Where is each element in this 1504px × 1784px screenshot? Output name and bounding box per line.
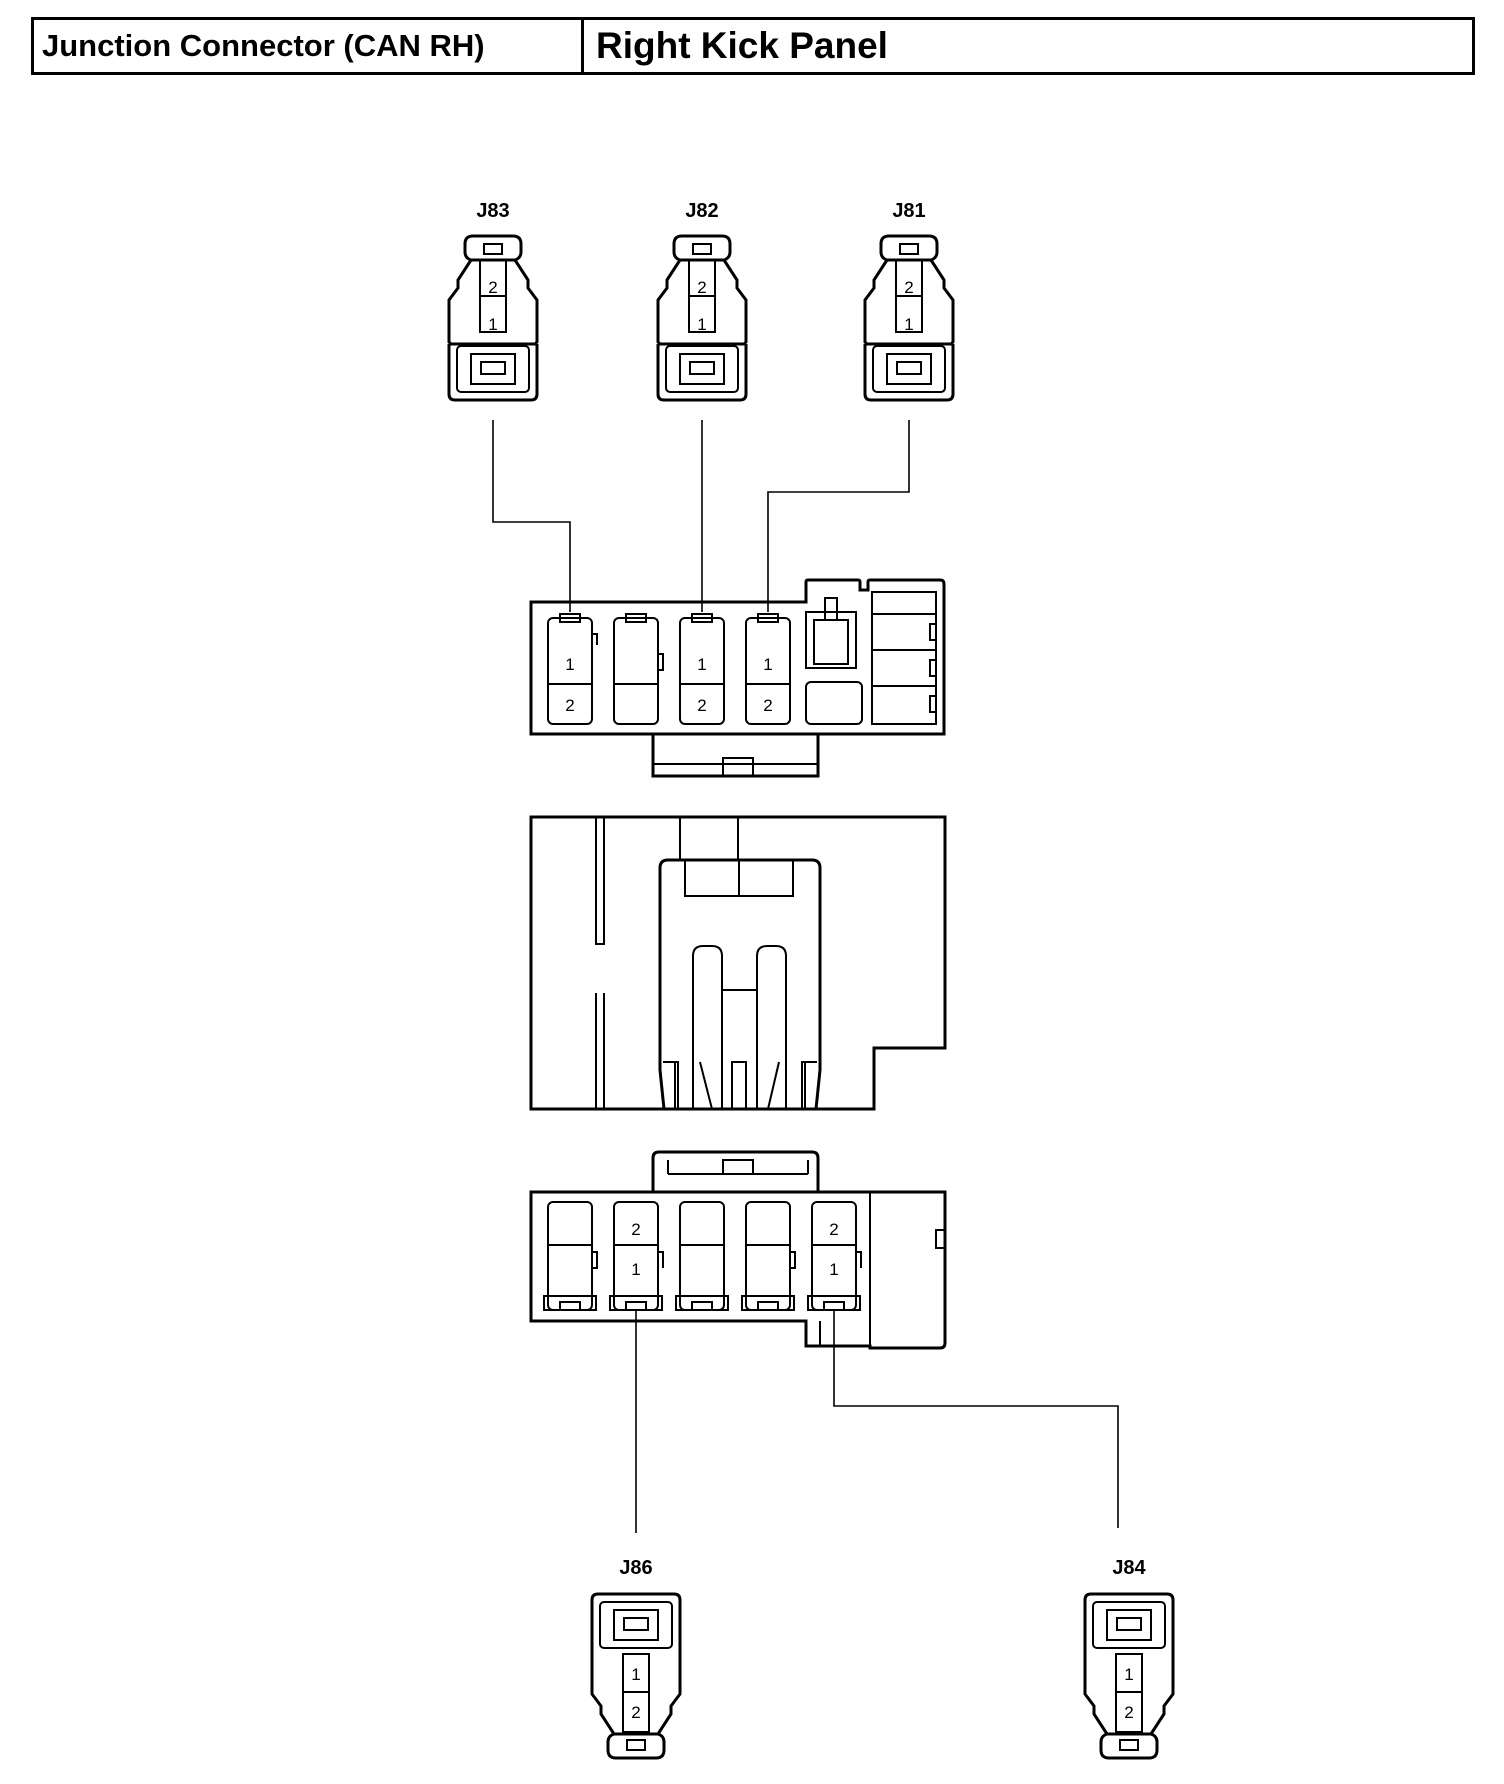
lower-slot2-pin-2: 2 — [631, 1220, 640, 1239]
wires-lower — [635, 1310, 1119, 1533]
connector-j82: J82 2 1 — [656, 200, 748, 402]
j86-pin-2: 2 — [631, 1703, 640, 1722]
lower-slot5-pin-2: 2 — [829, 1220, 838, 1239]
connector-j84: J84 1 2 — [1083, 1557, 1175, 1760]
j84-pin-1: 1 — [1124, 1665, 1133, 1684]
connector-j86: J86 1 2 — [590, 1557, 682, 1760]
upper-slot3-pin-1: 1 — [697, 655, 706, 674]
header-table: Junction Connector (CAN RH) Right Kick P… — [31, 17, 1475, 75]
connector-j83: J83 2 1 — [447, 200, 539, 402]
upper-slot4-pin-2: 2 — [763, 696, 772, 715]
j82-pin-1: 1 — [697, 315, 706, 334]
j86-pin-1: 1 — [631, 1665, 640, 1684]
j81-label: J81 — [892, 200, 925, 222]
j81-pin-1: 1 — [904, 315, 913, 334]
j83-pin-1: 1 — [488, 315, 497, 334]
j82-pin-2: 2 — [697, 278, 706, 297]
upper-slot4-pin-1: 1 — [763, 655, 772, 674]
junction-side-view — [529, 815, 947, 1111]
wires-upper — [492, 420, 910, 612]
j83-label: J83 — [476, 200, 509, 222]
j83-pin-2: 2 — [488, 278, 497, 297]
component-location: Right Kick Panel — [596, 25, 888, 66]
upper-slot1-pin-1: 1 — [565, 655, 574, 674]
component-name: Junction Connector (CAN RH) — [34, 20, 584, 72]
upper-junction-block: 1 2 1 2 1 2 — [529, 578, 946, 778]
connector-j81: J81 2 1 — [863, 200, 955, 402]
lower-junction-block: 2 1 2 1 — [529, 1150, 947, 1350]
j84-pin-2: 2 — [1124, 1703, 1133, 1722]
lower-slot2-pin-1: 1 — [631, 1260, 640, 1279]
j82-label: J82 — [685, 200, 718, 222]
upper-slot3-pin-2: 2 — [697, 696, 706, 715]
upper-slot1-pin-2: 2 — [565, 696, 574, 715]
j81-pin-2: 2 — [904, 278, 913, 297]
j84-label: J84 — [1112, 1557, 1146, 1579]
lower-slot5-pin-1: 1 — [829, 1260, 838, 1279]
j86-label: J86 — [619, 1557, 652, 1579]
